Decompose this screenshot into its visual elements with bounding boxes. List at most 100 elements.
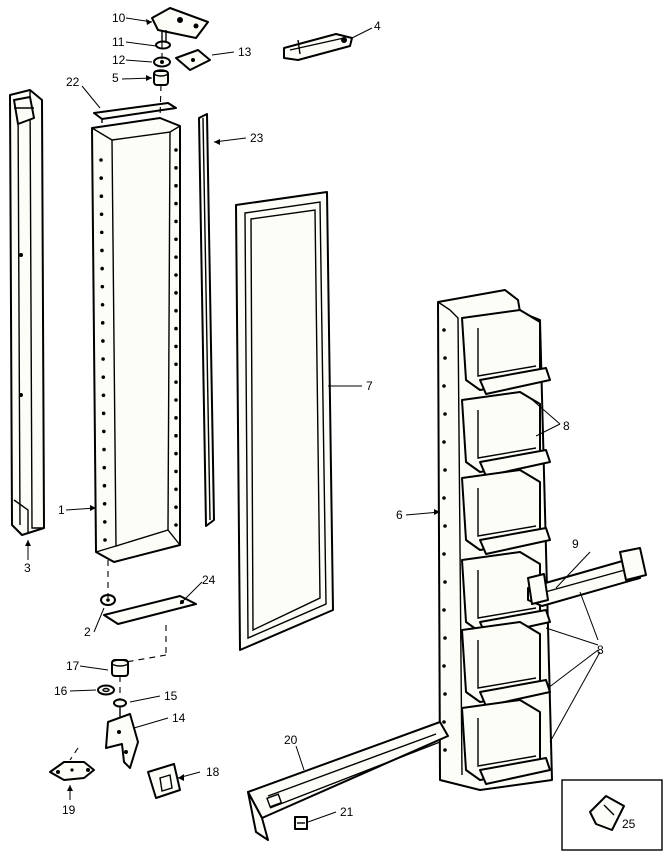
- screw-hole: [99, 176, 103, 180]
- screw-hole: [174, 308, 178, 313]
- part-4-door-stop: [283, 33, 353, 61]
- screw-hole: [102, 483, 107, 488]
- screw-hole: [101, 357, 105, 361]
- callout-20: 20: [284, 733, 298, 747]
- part-14-bottom-hinge: [105, 713, 139, 769]
- shelf-bin: [461, 621, 551, 707]
- callout-16: 16: [54, 684, 68, 698]
- screw-hole: [442, 720, 446, 724]
- part-13-shim: [175, 49, 211, 71]
- screw-hole: [101, 339, 105, 343]
- screw-hole: [174, 469, 178, 474]
- screw-hole: [442, 552, 446, 556]
- part-20-handle: [247, 721, 449, 841]
- screw-hole: [100, 284, 105, 289]
- screw-hole: [102, 429, 106, 434]
- screw-hole: [174, 219, 178, 224]
- part-16-washer: [97, 684, 115, 696]
- callout-15: 15: [164, 689, 178, 703]
- callout-11: 11: [112, 35, 125, 49]
- screw-hole: [99, 212, 104, 217]
- shelf-bin: [461, 391, 551, 477]
- screw-hole: [443, 692, 447, 696]
- callout-7: 7: [366, 379, 373, 393]
- callout-18: 18: [206, 765, 220, 779]
- screw-hole: [103, 538, 107, 542]
- screw-hole: [443, 524, 447, 528]
- callout-13: 13: [238, 45, 252, 59]
- callout-labels: 10 11 12 5 22 13 4 23 7 1 3 6 8 9 8 2 24…: [24, 11, 636, 831]
- part-1-door-frame: [91, 117, 181, 563]
- screw-hole: [174, 201, 178, 206]
- callout-25: 25: [622, 817, 636, 831]
- screw-hole: [442, 440, 446, 444]
- screw-hole: [174, 166, 178, 170]
- callout-4: 4: [374, 19, 381, 33]
- screw-hole: [102, 447, 106, 452]
- screw-hole: [174, 183, 178, 188]
- screw-hole: [100, 302, 105, 307]
- part-11-washer: [155, 40, 171, 50]
- screw-hole: [443, 412, 447, 416]
- part-22-top-bar: [93, 102, 177, 123]
- shelf-bin: [461, 699, 551, 785]
- screw-hole: [174, 237, 178, 242]
- callout-9: 9: [572, 537, 579, 551]
- screw-hole: [174, 505, 178, 509]
- screw-hole: [99, 230, 104, 235]
- part-21-clip: [294, 816, 308, 830]
- part-24-bottom-bar: [103, 595, 197, 625]
- part-7-gasket: [235, 191, 334, 651]
- screw-hole: [101, 393, 106, 398]
- screw-hole: [442, 608, 446, 612]
- leader-arrows: [25, 19, 440, 791]
- screw-hole: [174, 326, 178, 331]
- screw-hole: [174, 487, 178, 492]
- screw-hole: [443, 468, 447, 472]
- screw-hole: [174, 362, 178, 367]
- part-17-bushing: [111, 659, 129, 677]
- screw-hole: [174, 291, 178, 295]
- screw-hole: [174, 523, 178, 527]
- part-9-shelf-bar: [527, 547, 647, 607]
- screw-hole: [174, 433, 178, 438]
- screw-hole: [100, 266, 104, 271]
- callout-8-upper: 8: [563, 419, 570, 433]
- callout-14: 14: [172, 711, 186, 725]
- callout-24: 24: [202, 573, 216, 587]
- part-10-top-hinge: [151, 7, 209, 42]
- screw-hole: [442, 664, 446, 668]
- callout-8-lower: 8: [597, 643, 604, 657]
- callout-21: 21: [340, 805, 354, 819]
- leader-lines: [27, 17, 601, 823]
- callout-3: 3: [24, 561, 31, 575]
- screw-hole: [174, 451, 178, 456]
- screw-hole: [174, 398, 178, 402]
- screw-hole: [174, 148, 178, 152]
- screw-hole: [99, 194, 104, 198]
- screw-hole: [100, 248, 104, 253]
- part-19-bracket: [49, 761, 95, 781]
- screw-hole: [443, 636, 447, 640]
- callout-5: 5: [112, 71, 119, 85]
- screw-hole: [100, 321, 105, 325]
- screw-hole: [174, 255, 178, 259]
- screw-hole: [99, 158, 103, 162]
- screw-hole: [102, 502, 107, 506]
- shelf-bin: [461, 469, 551, 555]
- part-5-bushing: [153, 69, 169, 86]
- screw-hole: [442, 384, 446, 388]
- screw-hole: [102, 465, 107, 470]
- part-23-trim-strip: [198, 113, 215, 527]
- callout-1: 1: [58, 503, 65, 517]
- screw-hole: [442, 328, 446, 332]
- part-3-side-trim: [9, 89, 45, 536]
- callout-6: 6: [396, 508, 403, 522]
- screw-hole: [101, 411, 106, 416]
- screw-hole: [443, 748, 447, 752]
- screw-hole: [442, 496, 446, 500]
- screw-hole: [101, 375, 106, 379]
- screw-hole: [174, 416, 178, 420]
- callout-10: 10: [112, 11, 126, 25]
